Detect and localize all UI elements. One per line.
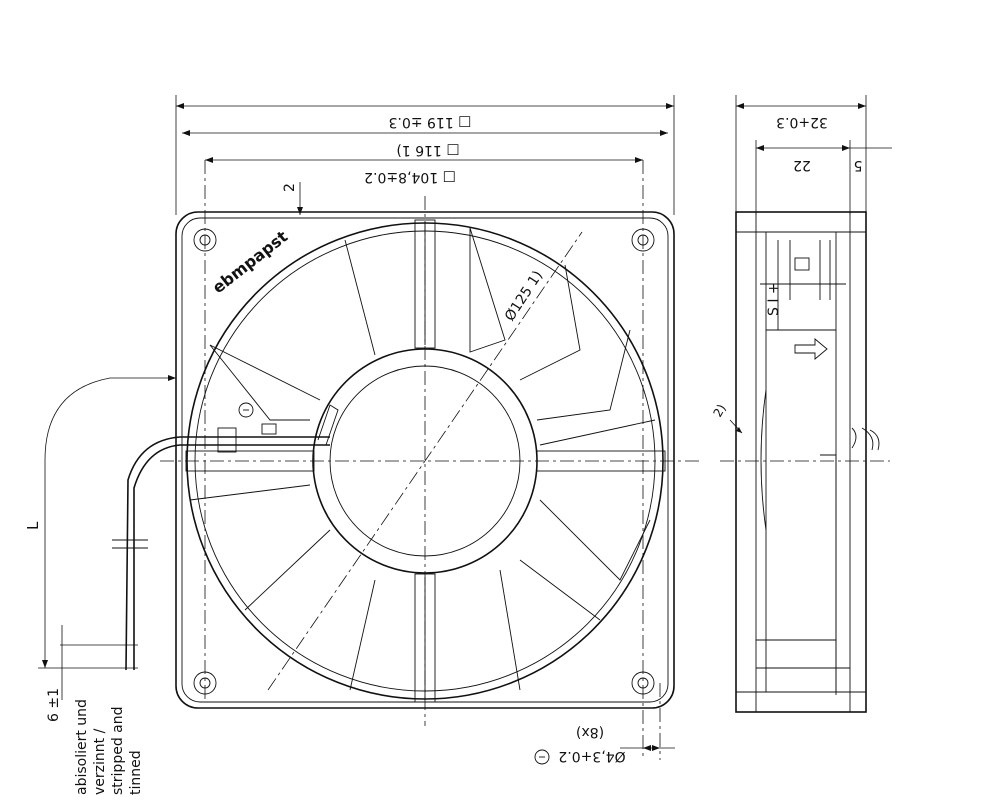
fan-blades [189, 227, 656, 691]
side-signs-label: S I + [766, 282, 782, 316]
note-2-label: 2) [710, 402, 728, 420]
wire-note-line2: verzinnt / [92, 728, 108, 795]
left-dimensions: L 6 ±1 abisoliert und verzinnt / strippe… [24, 375, 176, 795]
fan-blade [209, 344, 310, 421]
lead-length-dimension [44, 377, 176, 668]
fan-blade [539, 499, 651, 581]
depth-5-label: 5 [854, 157, 863, 173]
front-view: ebmpapst Ø125 1) [112, 160, 700, 760]
minus-symbol-icon [534, 749, 550, 765]
hole-count-label: (8x) [576, 724, 604, 740]
diameter-line [267, 231, 583, 691]
fan-blade [499, 569, 521, 691]
hole-spacing-a-label: □ 116 1) [396, 142, 459, 158]
wire-note-line4: tinned [128, 750, 144, 795]
side-dimensions: 32+0.3 22 5 2) [710, 95, 892, 434]
fan-blade [519, 559, 601, 621]
direction-arrow-icon [794, 338, 828, 360]
fan-blade [344, 239, 376, 356]
fan-blade [209, 344, 321, 401]
fan-blade [189, 484, 311, 501]
brand-logo: ebmpapst [209, 227, 292, 298]
wire-note-line1: abisoliert und [74, 699, 90, 795]
depth-22-label: 22 [793, 157, 811, 173]
minus-symbol-icon [238, 402, 254, 418]
fan-blade [519, 264, 581, 381]
hole-spacing-b-label: □ 104,8±0.2 [364, 169, 456, 185]
lead-wire [133, 444, 330, 670]
top-dimensions: □ 119 ±0.3 □ 116 1) □ 104,8±0.2 2 [175, 95, 675, 215]
side-housing-outline [735, 211, 867, 713]
fan-blade [469, 227, 506, 353]
wire-note-line3: stripped and [110, 707, 126, 796]
hole-diameter-label: Ø4,3+0.2 [558, 748, 625, 764]
fan-blade [349, 579, 376, 691]
offset-label: 2 [282, 183, 298, 192]
diameter-label: Ø125 1) [502, 268, 546, 324]
overall-width-label: □ 119 ±0.3 [389, 114, 472, 130]
side-view: S I + [720, 211, 890, 713]
lead-wire [125, 436, 330, 671]
fan-blade [536, 329, 631, 421]
lead-length-label: L [24, 521, 42, 530]
bottom-dimensions: (8x) Ø4,3+0.2 [534, 724, 675, 765]
strip-length-label: 6 ±1 [46, 688, 62, 722]
fan-blade [539, 419, 656, 446]
fan-blade [244, 529, 331, 611]
lead-wires [112, 404, 339, 671]
depth-total-label: 32+0.3 [776, 114, 828, 130]
